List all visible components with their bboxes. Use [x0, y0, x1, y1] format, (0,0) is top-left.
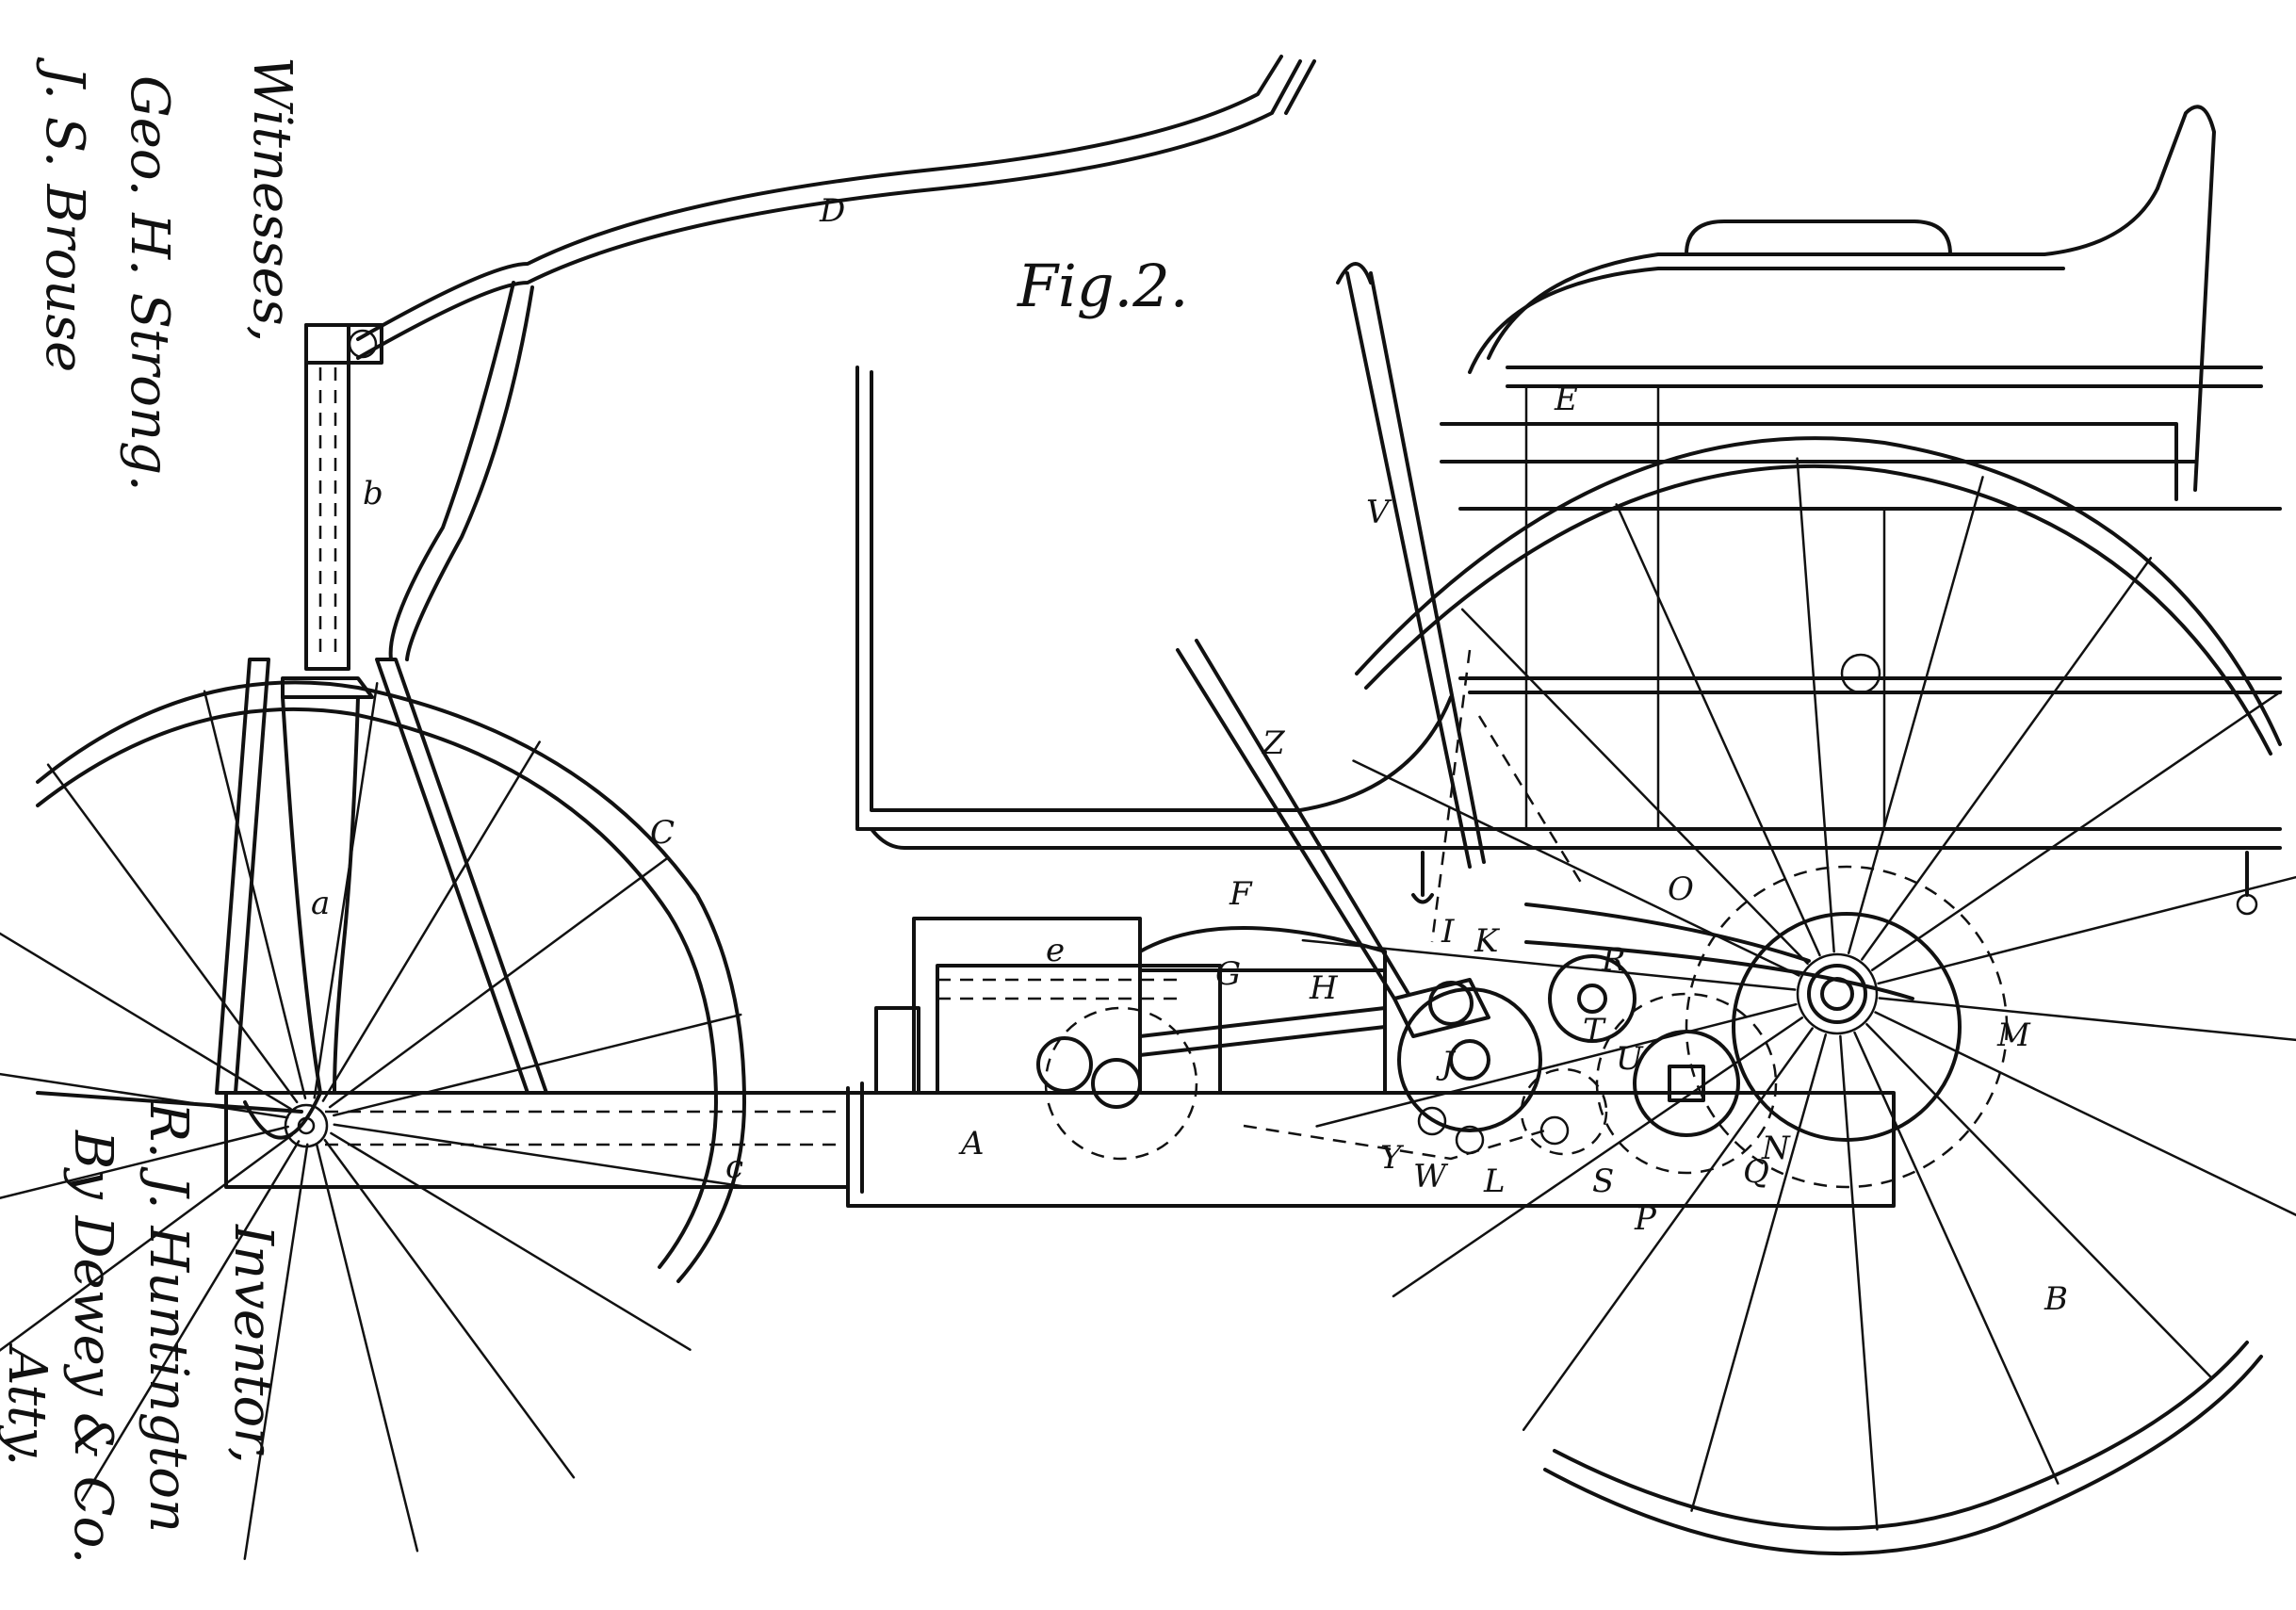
- label-M: M: [1996, 1016, 2031, 1054]
- rear-wheel-spoke: [1315, 1002, 1798, 1128]
- front-wheel-spoke: [46, 763, 299, 1104]
- label-E: E: [1554, 381, 1578, 418]
- witnesses-heading: Witnesses,: [241, 57, 302, 342]
- rear-wheel-spoke: [1874, 1011, 2296, 1217]
- rear-wheel: [1301, 436, 2296, 1556]
- label-Q: Q: [1743, 1153, 1769, 1191]
- label-A: A: [958, 1125, 985, 1163]
- rear-wheel-spoke: [1615, 503, 1821, 957]
- front-wheel-spoke: [323, 1138, 576, 1479]
- label-P: P: [1634, 1200, 1657, 1238]
- label-D: D: [819, 192, 845, 230]
- front-wheel-spoke: [333, 1123, 750, 1189]
- label-J: J: [1436, 1045, 1457, 1082]
- engine: [874, 917, 1387, 1161]
- rear-wheel-spoke: [1839, 1034, 1879, 1531]
- front-wheel-spoke: [0, 1125, 289, 1199]
- label-S: S: [1592, 1163, 1614, 1200]
- rear-wheel-spoke: [1853, 1031, 2060, 1485]
- rear-wheel-spoke: [1690, 1033, 1828, 1512]
- label-H: H: [1309, 969, 1339, 1007]
- front-wheel-spoke: [315, 1143, 419, 1553]
- label-c: c: [725, 1148, 743, 1186]
- front-wheel-spoke: [313, 682, 379, 1099]
- label-C: C: [650, 814, 675, 852]
- label-I: I: [1441, 913, 1455, 951]
- attorney-signature: By Dewey & Co.: [62, 1130, 123, 1564]
- label-B: B: [2044, 1280, 2068, 1318]
- rear-wheel-spoke: [1460, 608, 1809, 966]
- frame-reach: [224, 1081, 1896, 1208]
- label-a: a: [311, 885, 330, 922]
- rear-wheel-spoke: [1847, 476, 1984, 954]
- front-wheel-spoke: [321, 740, 541, 1102]
- rear-wheel-spoke: [1352, 759, 1800, 977]
- figure-title: Fig.2.: [1017, 252, 1188, 320]
- front-wheel-spoke: [328, 856, 669, 1109]
- label-Y: Y: [1380, 1139, 1405, 1177]
- label-W: W: [1413, 1158, 1449, 1195]
- inventor-heading: Inventor,: [222, 1224, 284, 1464]
- reference-letters: A B C D E F G H I J K L M N O P Q R S T …: [311, 192, 2068, 1318]
- front-wheel-spoke: [0, 1072, 289, 1119]
- attorney-suffix: Atty.: [0, 1342, 57, 1466]
- rear-wheel-spoke: [1522, 1027, 1814, 1431]
- rear-wheel-spoke: [1301, 938, 1797, 991]
- label-K: K: [1474, 922, 1501, 960]
- inventor-block: Inventor, R. J. Huntington By Dewey & Co…: [0, 1101, 284, 1564]
- dashboard: [356, 55, 1316, 360]
- front-wheel-spoke: [0, 932, 292, 1111]
- front-standard: [215, 281, 548, 1140]
- label-F: F: [1229, 875, 1253, 913]
- inventor-signature: R. J. Huntington: [138, 1101, 199, 1533]
- witness-1-signature: Geo. H. Strong.: [119, 75, 180, 492]
- levers: [1176, 262, 1585, 1000]
- rear-wheel-spoke: [1861, 557, 2153, 961]
- gear-train: [1243, 865, 2009, 1189]
- label-O: O: [1668, 870, 1694, 908]
- carriage-body: [855, 105, 2282, 916]
- witness-2-signature: J. S. Brouse: [34, 57, 95, 372]
- label-N: N: [1761, 1130, 1791, 1167]
- rear-wheel-spoke: [1878, 997, 2296, 1042]
- label-Z: Z: [1262, 724, 1286, 762]
- rear-wheel-spoke: [1877, 875, 2296, 985]
- label-V: V: [1366, 494, 1392, 531]
- front-wheel-spoke: [243, 1143, 309, 1560]
- label-R: R: [1601, 941, 1626, 979]
- front-wheel-spoke: [330, 1131, 692, 1351]
- label-L: L: [1483, 1163, 1506, 1200]
- label-G: G: [1215, 955, 1241, 993]
- witnesses-block: Witnesses, Geo. H. Strong. J. S. Brouse: [34, 57, 302, 492]
- front-wheel-spoke: [0, 1133, 294, 1352]
- label-T: T: [1583, 1012, 1606, 1049]
- label-e: e: [1046, 932, 1065, 969]
- front-wheel-spoke: [203, 690, 307, 1099]
- rear-wheel-spoke: [1796, 457, 1835, 953]
- label-U: U: [1616, 1040, 1644, 1078]
- label-b: b: [363, 475, 383, 512]
- front-wheel-spoke: [81, 1140, 301, 1502]
- rear-wheel-spoke: [1865, 1022, 2214, 1380]
